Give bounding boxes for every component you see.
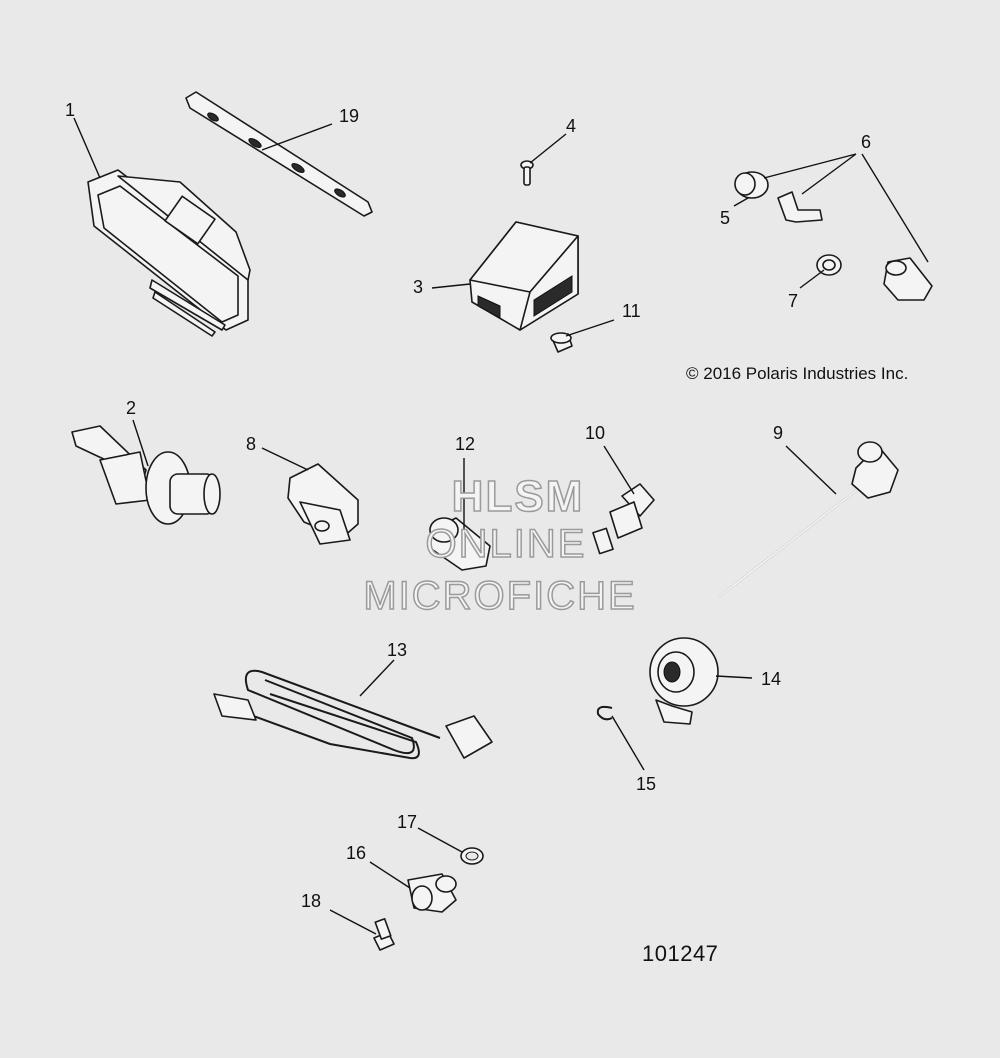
callout-17: 17 (397, 812, 417, 832)
leader-lines (73, 117, 929, 935)
callout-18: 18 (301, 891, 321, 911)
callout-4: 4 (566, 116, 576, 136)
callout-13: 13 (387, 640, 407, 660)
callout-1: 1 (65, 100, 75, 120)
part-15-clip[interactable] (596, 705, 613, 721)
part-8-map-sensor[interactable] (287, 463, 359, 545)
watermark-line-2: ONLINE (425, 521, 587, 567)
watermark-line-3: MICROFICHE (363, 573, 637, 619)
callout-numbers: 1 2 3 4 5 6 7 8 9 10 11 12 13 14 15 16 1… (65, 100, 871, 911)
part-5-cap[interactable] (734, 171, 769, 199)
part-6-sensor[interactable] (883, 257, 933, 301)
part-13-harness[interactable] (213, 669, 493, 760)
drawing-number: 101247 (642, 941, 719, 966)
part-10-temp-sensor[interactable] (592, 483, 655, 555)
callout-11: 11 (622, 301, 641, 321)
callout-2: 2 (126, 398, 136, 418)
part-9-probe[interactable] (719, 441, 899, 597)
part-2-sensor[interactable] (71, 425, 221, 525)
callout-7: 7 (788, 291, 798, 311)
callout-15: 15 (636, 774, 656, 794)
part-17-o-ring[interactable] (460, 847, 484, 865)
callout-10: 10 (585, 423, 605, 443)
part-19-bracket[interactable] (185, 91, 373, 217)
part-11-plug[interactable] (550, 332, 573, 353)
callout-9: 9 (773, 423, 783, 443)
copyright-notice: © 2016 Polaris Industries Inc. (686, 364, 909, 383)
part-18-bolt[interactable] (373, 918, 395, 951)
part-16-elbow-sensor[interactable] (407, 873, 457, 913)
part-6-tab[interactable] (777, 191, 823, 223)
callout-12: 12 (455, 434, 475, 454)
part-7-ring[interactable] (816, 254, 842, 276)
watermark-line-1: HLSM (451, 471, 585, 522)
callout-16: 16 (346, 843, 366, 863)
part-4-screw[interactable] (520, 160, 534, 186)
part-12-sensor[interactable] (429, 517, 491, 571)
callout-14: 14 (761, 669, 781, 689)
callout-3: 3 (413, 277, 423, 297)
callout-19: 19 (339, 106, 359, 126)
part-1-ecu[interactable] (87, 169, 251, 337)
part-14-knock-sensor[interactable] (649, 637, 719, 725)
callout-6: 6 (861, 132, 871, 152)
callout-5: 5 (720, 208, 730, 228)
callout-8: 8 (246, 434, 256, 454)
part-3-relay-module[interactable] (469, 221, 579, 331)
